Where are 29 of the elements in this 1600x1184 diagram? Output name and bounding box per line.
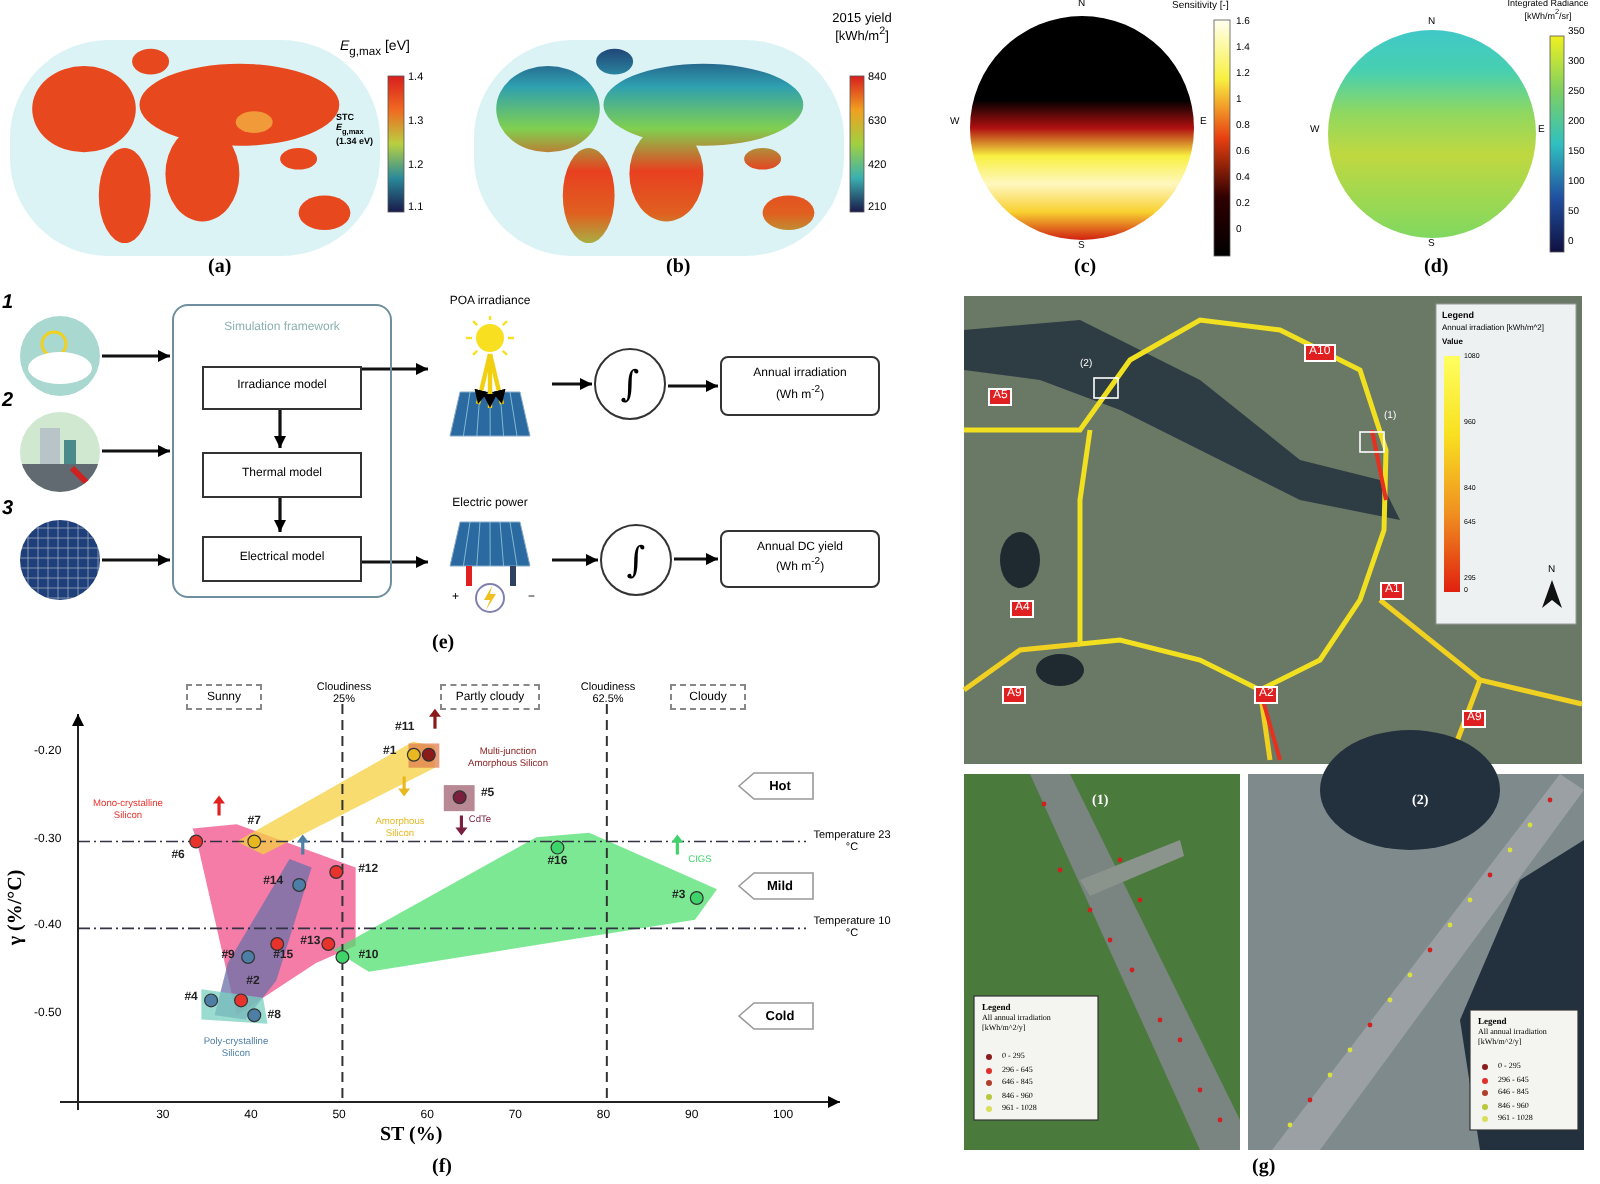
axis-title: γ (%/°C) [4,867,28,950]
panel-label: (e) [432,632,455,655]
panel-label: (c) [1074,256,1097,279]
panel-label: (b) [666,256,691,279]
arrow [674,553,718,565]
integrator-circle: ∫ [594,348,666,420]
step-number: 3 [2,498,14,521]
axis-title: ST (%) [380,1124,443,1147]
panel-label: (f) [432,1156,452,1179]
arrow [552,378,592,390]
arrow [362,556,428,568]
group-frame [172,304,392,598]
arrow [274,410,286,448]
panel-label: (a) [208,256,232,279]
step-number: 1 [2,292,14,315]
step-number: 2 [2,390,14,413]
integrator-circle: ∫ [600,524,672,596]
sky-icon [20,316,100,396]
arrow [552,554,598,566]
arrow [102,554,170,566]
arrow [102,350,170,362]
city-scene-picture [20,412,100,492]
panel-label: (g) [1252,1156,1276,1179]
arrow [668,380,718,392]
arrow [274,498,286,532]
arrow [362,363,428,375]
panel-label: (d) [1424,256,1449,279]
arrow [102,445,170,457]
solar-cell-icon [20,520,100,600]
